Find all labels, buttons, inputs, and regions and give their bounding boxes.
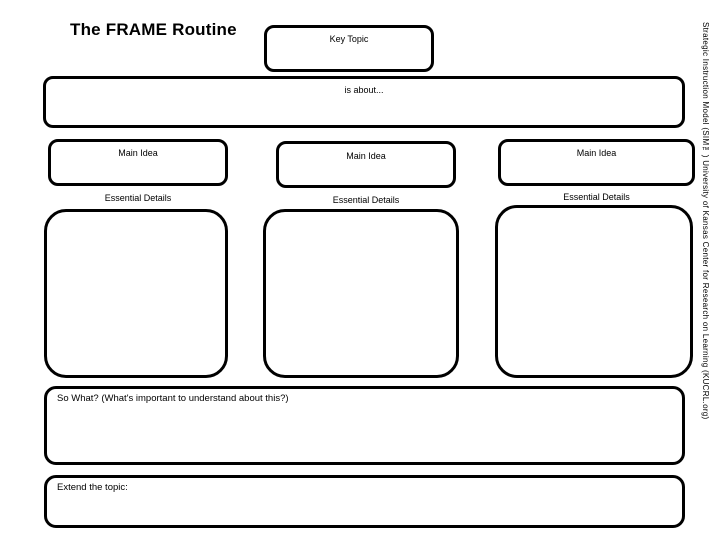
key-topic-label: Key Topic — [329, 34, 369, 44]
essential-details-box-1[interactable] — [44, 209, 228, 378]
essential-details-box-3[interactable] — [495, 205, 693, 378]
key-topic-box[interactable] — [264, 25, 434, 72]
extend-topic-box[interactable] — [44, 475, 685, 528]
is-about-box[interactable] — [43, 76, 685, 128]
main-idea-box-2[interactable] — [276, 141, 456, 188]
main-idea-box-1[interactable] — [48, 139, 228, 186]
main-idea-label-3: Main Idea — [576, 148, 617, 158]
extend-topic-label: Extend the topic: — [57, 482, 128, 493]
main-idea-label-1: Main Idea — [118, 148, 158, 158]
essential-details-box-2[interactable] — [263, 209, 459, 378]
essential-details-label-2: Essential Details — [332, 195, 400, 205]
main-idea-box-3[interactable] — [498, 139, 695, 186]
main-idea-label-2: Main Idea — [346, 151, 386, 161]
essential-details-label-1: Essential Details — [104, 193, 172, 203]
essential-details-label-3: Essential Details — [563, 192, 630, 202]
so-what-label: So What? (What's important to understand… — [57, 393, 289, 404]
is-about-label: is about... — [344, 85, 384, 95]
copyright-credit: Strategic Instruction Model (SIM™) Unive… — [701, 22, 710, 420]
page-title: The FRAME Routine — [70, 20, 237, 39]
so-what-box[interactable] — [44, 386, 685, 465]
